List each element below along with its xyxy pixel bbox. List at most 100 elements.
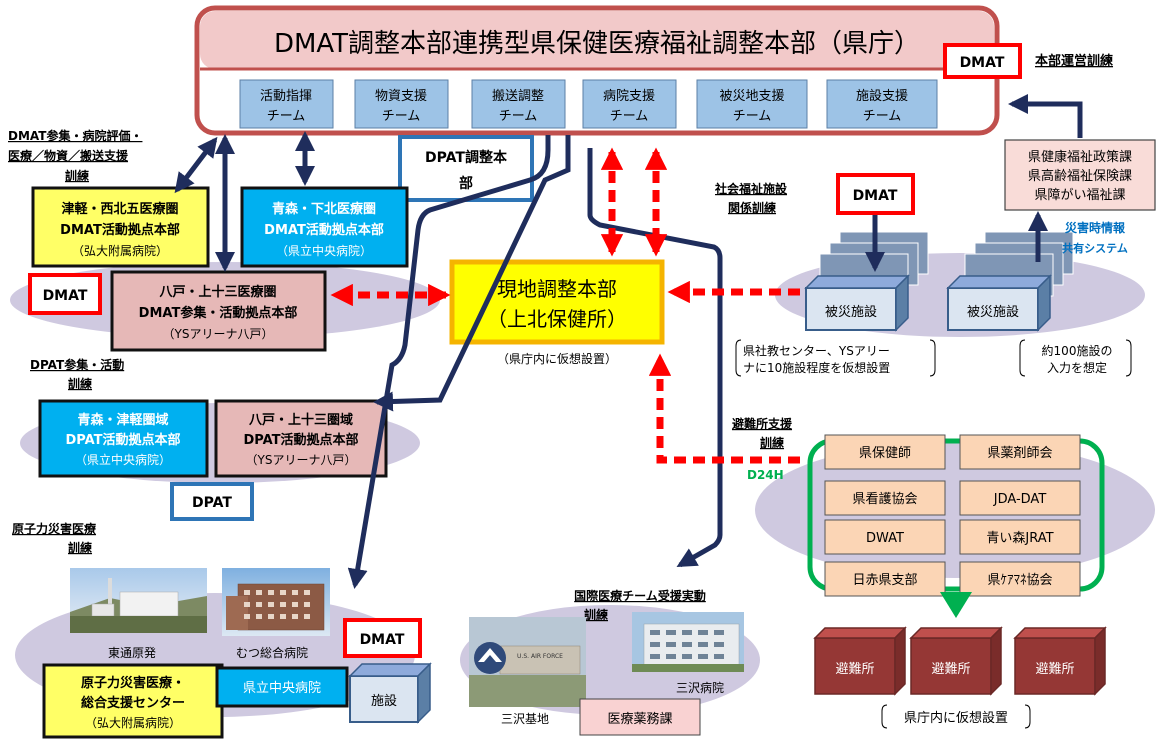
center-line-3: （弘大附属病院） — [85, 715, 181, 730]
dmat-drill-label-3: 訓練 — [65, 168, 89, 183]
org-label: 県薬剤師会 — [987, 445, 1052, 461]
navy-connectors — [174, 94, 1083, 589]
shelter-3: 避難所 — [1013, 626, 1107, 696]
org-label: JDA-DAT — [993, 492, 1047, 507]
org-label: 青い森JRAT — [986, 531, 1053, 546]
welfare-dmat-badge — [836, 173, 915, 215]
team-sublabel: チーム — [499, 109, 538, 124]
photo-caption-misawa-hospital: 三沢病院 — [676, 680, 724, 695]
team-label: 搬送調整 — [492, 89, 544, 104]
facility-stack-2: 被災施設 — [946, 231, 1074, 332]
dmat-badge-left — [28, 273, 102, 315]
facility-label: 被災施設 — [825, 304, 877, 320]
tsugaru-dmat-hub — [31, 186, 210, 268]
dept-3: 県障がい福祉課 — [1034, 187, 1125, 203]
team-supplies: 物資支援 チーム — [354, 79, 449, 129]
nuclear-drill-label-1: 原子力災害医療 — [12, 521, 96, 536]
d24h-label: D24H — [747, 468, 784, 482]
shelter-drill-label-2: 訓練 — [760, 435, 784, 450]
shelter-note: 県庁内に仮想設置 — [904, 710, 1008, 726]
welfare-dmat-badge-label: DMAT — [853, 188, 898, 204]
team-disaster-area: 被災地支援 チーム — [696, 79, 808, 129]
dept-1: 県健康福祉政策課 — [1028, 149, 1132, 165]
nuclear-drill-label-2: 訓練 — [68, 540, 92, 555]
hub-line-2: DMAT参集・活動拠点本部 — [139, 305, 298, 321]
hub-line-3: （弘大附属病院） — [72, 243, 168, 258]
arrow-transport-dpat — [373, 135, 571, 412]
dpat-hq-label-2: 部 — [459, 175, 473, 192]
medical-affairs-box — [579, 698, 701, 736]
pref-departments-box — [1004, 139, 1156, 211]
arrow-hospital-intl — [587, 148, 723, 568]
dmat-badge-left-label: DMAT — [43, 288, 88, 304]
shelter-label: 避難所 — [931, 662, 970, 677]
aomori-dpat-hub — [38, 399, 209, 478]
dpat-drill-label-2: 訓練 — [68, 376, 92, 391]
dept-2: 県高齢福祉保険課 — [1028, 168, 1132, 184]
nuclear-facility-box: 施設 — [348, 662, 432, 724]
hub-line-1: 青森・下北医療圏 — [272, 201, 376, 217]
hq-title-band — [200, 11, 994, 69]
shelter-2: 避難所 — [909, 626, 1003, 696]
info-system-label-2: 共有システム — [1062, 241, 1128, 255]
base-sign-text: U.S. AIR FORCE — [517, 653, 563, 660]
team-label: 活動指揮 — [260, 89, 312, 104]
nuclear-dmat-badge-label: DMAT — [360, 632, 405, 648]
nuclear-dmat-badge — [343, 618, 422, 658]
team-sublabel: チーム — [267, 109, 306, 124]
shelter-region-ellipse — [755, 442, 1155, 578]
org-label: 県看護協会 — [852, 491, 917, 507]
aomori-dmat-hub — [240, 186, 409, 268]
photo-caption-plant: 東通原発 — [108, 646, 156, 660]
nuclear-support-center — [42, 663, 224, 739]
team-sublabel: チーム — [610, 109, 649, 124]
dpat-hq-label: DPAT調整本 — [425, 149, 508, 166]
local-hq-title: 現地調整本部 — [497, 277, 617, 301]
org-label: 日赤県支部 — [852, 573, 917, 588]
team-sublabel: チーム — [863, 109, 902, 124]
info-system-label-1: 災害時情報 — [1065, 220, 1126, 235]
hub-line-3: （YSアリーナ八戸） — [246, 453, 357, 467]
team-sublabel: チーム — [382, 109, 421, 124]
photo-nuclear-plant — [70, 568, 207, 633]
hachinohe-dmat-hub — [110, 270, 327, 352]
org-label: DWAT — [866, 531, 904, 546]
dmat-drill-label-1: DMAT参集・病院評価・ — [8, 128, 142, 143]
hq-drill-label: 本部運営訓練 — [1035, 53, 1113, 69]
shelter-label: 避難所 — [835, 662, 874, 677]
team-label: 被災地支援 — [719, 89, 784, 104]
central-hospital-label: 県立中央病院 — [243, 681, 321, 696]
team-label: 物資支援 — [375, 89, 427, 104]
intl-drill-label-1: 国際医療チーム受援実動 — [574, 588, 706, 603]
photo-caption-base: 三沢基地 — [501, 712, 549, 726]
center-line-1: 原子力災害医療・ — [81, 675, 185, 691]
welfare-note-1b: ナに10施設程度を仮想設置 — [743, 360, 890, 375]
dpat-badge — [170, 482, 254, 521]
team-facility-support: 施設支援 チーム — [826, 79, 938, 129]
hub-line-3: （県立中央病院） — [276, 243, 372, 258]
hachinohe-dpat-hub — [214, 399, 388, 478]
hub-line-1: 青森・津軽圏域 — [77, 412, 168, 428]
hub-line-1: 八戸・上十三医療圏 — [158, 284, 276, 300]
welfare-note-2a: 約100施設の — [1042, 343, 1113, 358]
photo-misawa-hospital — [632, 612, 744, 672]
hub-line-3: （YSアリーナ八戸） — [163, 327, 274, 341]
shelter-support-frame — [807, 438, 1105, 592]
center-line-2: 総合支援センター — [81, 695, 185, 711]
team-transport: 搬送調整 チーム — [471, 79, 566, 129]
arrow-transport-nuclear — [347, 135, 551, 589]
hq-title: DMAT調整本部連携型県保健医療福祉調整本部（県庁） — [274, 29, 920, 59]
hub-line-1: 津軽・西北五医療圏 — [61, 201, 178, 217]
flow-shelter-local — [648, 353, 800, 464]
welfare-drill-label-1: 社会福祉施設 — [714, 181, 788, 196]
dpat-badge-label: DPAT — [192, 495, 232, 511]
medical-affairs-label: 医療薬務課 — [607, 711, 672, 727]
photo-mutsu-hospital — [222, 568, 330, 636]
dpat-drill-label-1: DPAT参集・活動 — [30, 357, 124, 372]
welfare-drill-label-2: 関係訓練 — [728, 200, 776, 215]
arrow-hq-tsugaru — [174, 136, 218, 194]
org-label: 県保健師 — [859, 446, 911, 461]
team-activity-command: 活動指揮 チーム — [239, 79, 334, 129]
